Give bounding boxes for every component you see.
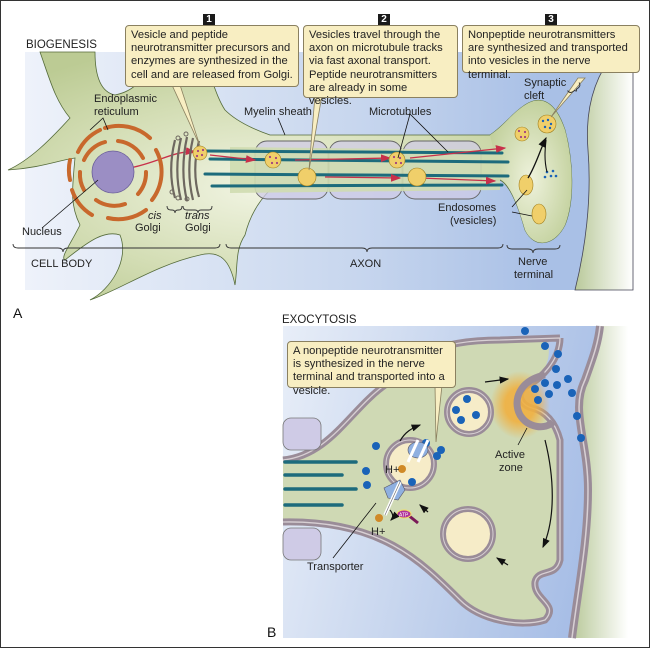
- cis-label: cis: [148, 210, 162, 222]
- region-braces: [12, 82, 581, 254]
- panel-b-title: EXOCYTOSIS: [282, 314, 357, 326]
- region-axon: AXON: [350, 258, 381, 270]
- terminal-microtubules: [283, 460, 358, 507]
- step-3-badge: 3: [545, 14, 557, 26]
- peptide-vesicles: [192, 126, 530, 169]
- endosomes-label-1: Endosomes: [438, 202, 497, 214]
- transporter-label: Transporter: [307, 561, 364, 573]
- step-1-badge: 1: [203, 14, 215, 26]
- step-3-callout: Nonpeptide neurotransmitters are synthes…: [462, 25, 640, 81]
- endosomes-label-2: (vesicles): [450, 215, 496, 227]
- uptake-arrow: [527, 136, 547, 179]
- myelin-stub-bottom: [282, 527, 322, 561]
- atp-label: ATP: [399, 513, 409, 519]
- fusing-vesicle: [513, 371, 556, 431]
- filled-vesicle: [444, 387, 494, 437]
- proton-outside: [375, 514, 383, 522]
- nonpeptide-vesicle: [537, 114, 557, 134]
- h-plus-label-2: H+: [371, 526, 385, 538]
- er-label-1: Endoplasmic: [94, 93, 157, 105]
- synaptic-cleft-label-1: Synaptic: [524, 77, 567, 89]
- panel-b-leader-lines: [332, 427, 528, 559]
- endoplasmic-reticulum: [66, 123, 164, 222]
- region-nerve-terminal-1: Nerve: [518, 256, 547, 268]
- panel-a-biogenesis: BIOGENESIS A Endoplasmic reticulum Nucle…: [7, 39, 634, 321]
- transporter-lower: [383, 479, 406, 516]
- panel-a-letter: A: [13, 305, 23, 321]
- transporter-upper: [406, 439, 430, 463]
- step-1-callout: Vesicle and peptide neurotransmitter pre…: [125, 25, 299, 87]
- synaptic-cleft-label-2: cleft: [524, 90, 544, 102]
- nt-arrow: [544, 139, 548, 173]
- trans-label: trans: [185, 210, 210, 222]
- trans-golgi-label: Golgi: [185, 222, 211, 234]
- exocytosis-callout: A nonpeptide neurotransmitter is synthes…: [287, 341, 456, 397]
- recycled-vesicle: [440, 506, 496, 562]
- cycle-arrows: [389, 376, 553, 566]
- step-2-badge: 2: [378, 14, 390, 26]
- microtubules-label: Microtubules: [369, 106, 432, 118]
- er-label-2: reticulum: [94, 106, 139, 118]
- proton-inside: [398, 465, 406, 473]
- cis-golgi-label: Golgi: [135, 222, 161, 234]
- panel-a-title: BIOGENESIS: [26, 39, 97, 51]
- active-zone-label-2: zone: [499, 462, 523, 474]
- postsynaptic-cell: [574, 51, 634, 291]
- region-nerve-terminal-2: terminal: [514, 269, 553, 281]
- nucleus-label: Nucleus: [22, 226, 62, 238]
- step-2-callout: Vesicles travel through the axon on micr…: [303, 25, 458, 107]
- myelin-stub-top: [282, 417, 322, 451]
- nucleus: [91, 150, 135, 194]
- empty-vesicles: [297, 167, 547, 225]
- callout-pointers: [171, 77, 586, 171]
- region-cell-body: CELL BODY: [31, 258, 93, 270]
- microtubules: [203, 149, 510, 188]
- h-plus-label-1: H+: [385, 464, 399, 476]
- leader-lines: [41, 113, 533, 229]
- golgi-vesicles: [169, 131, 190, 202]
- panel-b-letter: B: [267, 624, 276, 640]
- neurotransmitter-molecules: [362, 327, 585, 489]
- myelin-sheath-label: Myelin sheath: [244, 106, 312, 118]
- active-zone-label-1: Active: [495, 449, 525, 461]
